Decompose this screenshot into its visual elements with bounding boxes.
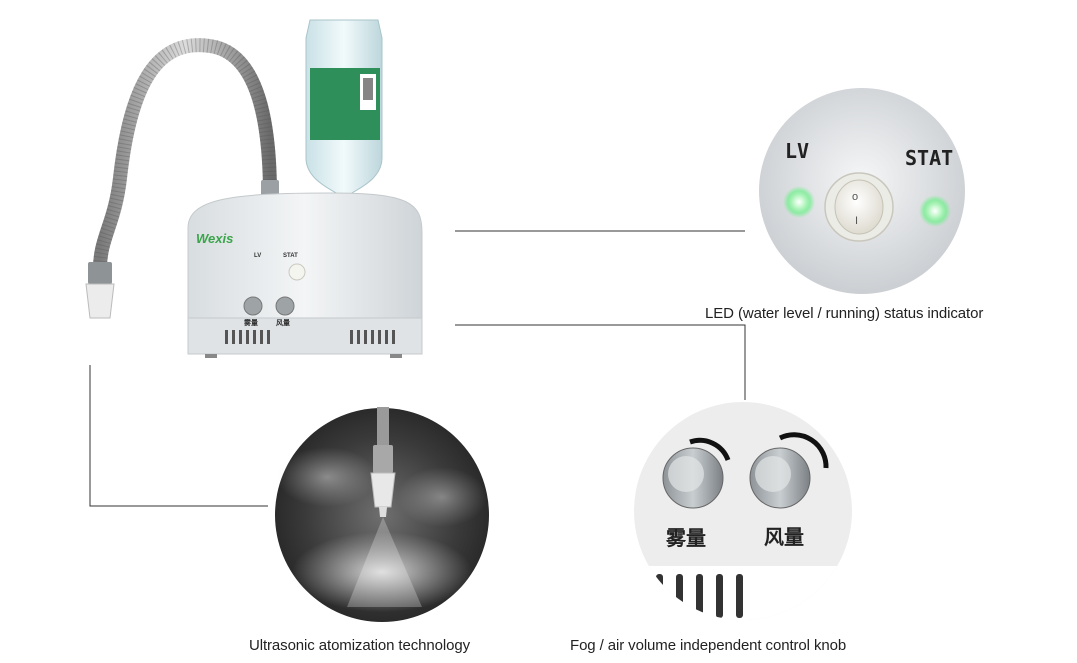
ultrasonic-detail-circle [275, 407, 489, 622]
nozzle-cone [370, 472, 396, 508]
device-brand-logo: Wexis [196, 231, 234, 246]
knob-fog-label: 雾量 [666, 526, 706, 550]
nozzle-fitting [88, 262, 112, 284]
rocker-switch [834, 179, 884, 235]
led-lv-label: LV [785, 139, 810, 163]
stat-led-indicator [919, 195, 951, 227]
nozzle-tip [85, 283, 115, 319]
device-knob-fog [243, 296, 263, 316]
device-knob-air [275, 296, 295, 316]
device-knob-air-label: 风量 [276, 319, 290, 327]
fog-arc-scale [689, 437, 731, 461]
caption-ultrasonic: Ultrasonic atomization technology [249, 637, 470, 654]
connector-knob [455, 324, 746, 400]
device-knob-fog-label: 雾量 [244, 319, 258, 327]
switch-on-mark: I [855, 215, 859, 227]
knob-detail-circle [634, 402, 852, 620]
nozzle-nut [373, 445, 393, 473]
device-power-switch [288, 263, 306, 281]
caption-led-indicator: LED (water level / running) status indic… [705, 305, 984, 322]
lv-led-indicator [783, 186, 815, 218]
air-arc-scale [778, 432, 829, 469]
connector-ultrasonic [89, 365, 268, 507]
device-lv-label: LV [254, 253, 262, 259]
led-stat-label: STAT [905, 146, 954, 170]
device-body [187, 192, 423, 329]
gooseneck-hose [93, 38, 277, 275]
mist-cloud [292, 532, 472, 612]
hose-segment [377, 407, 389, 445]
device-stat-label: STAT [283, 253, 298, 259]
switch-off-mark: o [852, 191, 859, 203]
caption-knob: Fog / air volume independent control kno… [570, 637, 847, 654]
humidifier-device [85, 19, 423, 358]
mist-spray [347, 517, 422, 607]
vent-grille [225, 330, 395, 344]
knob-air-label: 风量 [764, 525, 804, 549]
led-detail-circle [759, 88, 965, 294]
